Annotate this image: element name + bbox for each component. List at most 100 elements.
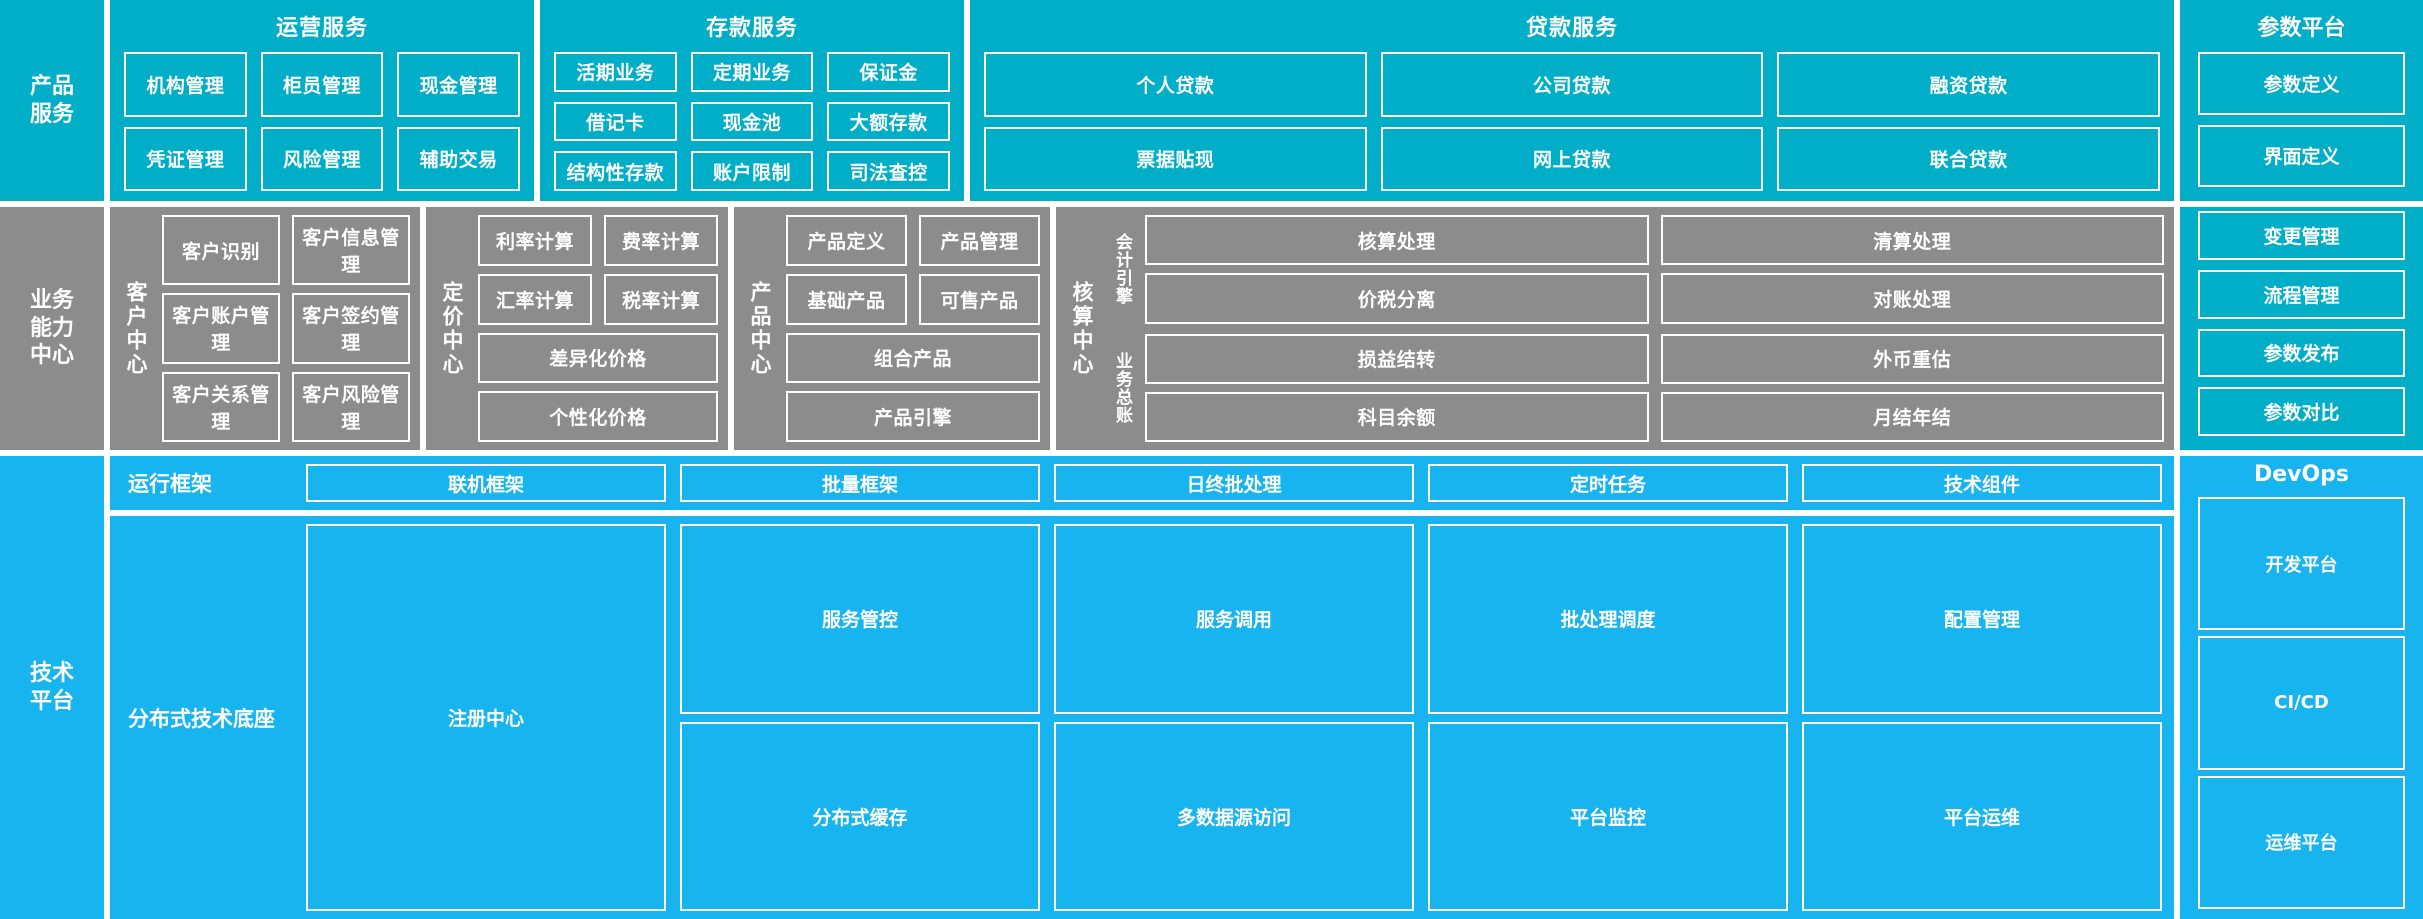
- tech-item[interactable]: 批量框架: [680, 464, 1040, 502]
- tech-item[interactable]: 联机框架: [306, 464, 666, 502]
- service-item[interactable]: 网上贷款: [1380, 126, 1764, 191]
- service-item[interactable]: 现金管理: [397, 52, 520, 117]
- service-item[interactable]: 定期业务: [690, 52, 814, 92]
- accounting-item[interactable]: 价税分离: [1145, 273, 1649, 324]
- tech-item[interactable]: 服务管控: [680, 524, 1040, 714]
- accounting-item[interactable]: 对账处理: [1660, 273, 2164, 324]
- tech-item[interactable]: 配置管理: [1802, 524, 2162, 714]
- parameter-platform-items-top: 参数定义 界面定义: [2198, 52, 2405, 187]
- capability-item[interactable]: 利率计算: [478, 215, 592, 266]
- capability-item[interactable]: 产品管理: [919, 215, 1040, 266]
- capability-item-wide[interactable]: 组合产品: [786, 332, 1040, 384]
- tech-item[interactable]: 平台运维: [1802, 721, 2162, 911]
- capability-item[interactable]: 基础产品: [786, 273, 907, 325]
- center-label-product: 产品中心: [748, 280, 772, 377]
- service-item[interactable]: 活期业务: [554, 52, 677, 92]
- service-item[interactable]: 借记卡: [554, 101, 677, 142]
- service-panel-loan-title: 贷款服务: [1525, 16, 1618, 41]
- service-item[interactable]: 风险管理: [260, 126, 384, 191]
- parameter-item[interactable]: 界面定义: [2198, 124, 2405, 187]
- service-panel-deposit-title: 存款服务: [705, 16, 798, 41]
- accounting-group-engine: 会计引擎 核算处理 清算处理 价税分离 对账处理: [1108, 215, 2164, 324]
- accounting-item[interactable]: 核算处理: [1145, 215, 1649, 266]
- tech-item[interactable]: 服务调用: [1054, 524, 1414, 714]
- layer-label-products: 产品 服务: [0, 0, 104, 201]
- accounting-item[interactable]: 科目余额: [1145, 391, 1649, 442]
- parameter-item[interactable]: 参数发布: [2198, 328, 2405, 378]
- capability-item[interactable]: 可售产品: [919, 273, 1040, 325]
- capability-item[interactable]: 客户风险管理: [292, 371, 410, 442]
- devops-item[interactable]: CI/CD: [2198, 636, 2405, 770]
- capability-item-wide[interactable]: 个性化价格: [478, 391, 718, 442]
- service-item[interactable]: 柜员管理: [260, 52, 384, 117]
- devops-items: 开发平台 CI/CD 运维平台: [2198, 497, 2405, 909]
- accounting-item[interactable]: 外币重估: [1660, 333, 2164, 384]
- tech-item[interactable]: 日终批处理: [1054, 464, 1414, 502]
- capability-item[interactable]: 产品定义: [786, 215, 907, 266]
- tech-item[interactable]: 技术组件: [1802, 464, 2162, 502]
- capability-item-wide[interactable]: 产品引擎: [786, 391, 1040, 442]
- accounting-item[interactable]: 损益结转: [1145, 333, 1649, 384]
- tech-item-registry[interactable]: 注册中心: [306, 524, 666, 911]
- capability-item-wide[interactable]: 差异化价格: [478, 332, 718, 384]
- capability-item[interactable]: 客户账户管理: [162, 293, 280, 364]
- service-item[interactable]: 凭证管理: [124, 126, 247, 191]
- service-item[interactable]: 大额存款: [827, 101, 950, 142]
- devops-item[interactable]: 运维平台: [2198, 775, 2405, 909]
- center-grid-product: 产品定义 产品管理 基础产品 可售产品 组合产品 产品引擎: [786, 215, 1040, 442]
- tech-item[interactable]: 定时任务: [1428, 464, 1788, 502]
- tech-item[interactable]: 平台监控: [1428, 721, 1788, 911]
- service-item[interactable]: 司法查控: [827, 151, 950, 191]
- center-panel-pricing: 定价中心 利率计算 费率计算 汇率计算 税率计算 差异化价格 个性化价格: [426, 207, 728, 450]
- service-item[interactable]: 现金池: [690, 101, 814, 142]
- parameter-item[interactable]: 流程管理: [2198, 269, 2405, 319]
- parameter-item[interactable]: 参数定义: [2198, 52, 2405, 115]
- parameter-platform-panel-bottom: 变更管理 流程管理 参数发布 参数对比: [2180, 207, 2423, 450]
- tech-strip-runtime-framework: 运行框架 联机框架 批量框架 日终批处理 定时任务 技术组件: [110, 456, 2174, 510]
- parameter-item[interactable]: 参数对比: [2198, 387, 2405, 436]
- accounting-grid-ledger: 损益结转 外币重估 科目余额 月结年结: [1145, 333, 2164, 442]
- tech-base-items: 注册中心 服务管控 服务调用 批处理调度 配置管理 分布式缓存 多数据源访问 平…: [306, 524, 2162, 911]
- service-item[interactable]: 融资贷款: [1777, 52, 2160, 117]
- layer-product-services: 产品 服务 运营服务 机构管理 柜员管理 现金管理 凭证管理 风险管理 辅助交易…: [0, 0, 2423, 201]
- service-item[interactable]: 个人贷款: [984, 52, 1367, 117]
- service-grid-loan: 个人贷款 公司贷款 融资贷款 票据贴现 网上贷款 联合贷款: [984, 52, 2160, 191]
- service-item[interactable]: 公司贷款: [1380, 52, 1764, 117]
- service-item[interactable]: 联合贷款: [1777, 126, 2160, 191]
- technology-strips: 运行框架 联机框架 批量框架 日终批处理 定时任务 技术组件 分布式技术底座 注…: [110, 456, 2174, 919]
- capability-item[interactable]: 税率计算: [604, 273, 718, 325]
- service-item[interactable]: 结构性存款: [554, 151, 677, 191]
- tech-item[interactable]: 多数据源访问: [1054, 721, 1414, 911]
- capability-item[interactable]: 客户关系管理: [162, 371, 280, 442]
- service-item[interactable]: 票据贴现: [984, 126, 1367, 191]
- devops-item[interactable]: 开发平台: [2198, 497, 2405, 631]
- service-item[interactable]: 保证金: [827, 52, 950, 92]
- devops-panel: DevOps 开发平台 CI/CD 运维平台: [2180, 456, 2423, 919]
- capability-item[interactable]: 客户信息管理: [292, 215, 410, 286]
- capability-item[interactable]: 汇率计算: [478, 273, 592, 325]
- center-label-customer: 客户中心: [124, 280, 148, 377]
- service-item[interactable]: 辅助交易: [397, 126, 520, 191]
- service-grid-deposit: 活期业务 定期业务 保证金 借记卡 现金池 大额存款 结构性存款 账户限制 司法…: [554, 52, 950, 191]
- right-rail-top: 参数平台 参数定义 界面定义: [2180, 0, 2423, 201]
- accounting-grid-engine: 核算处理 清算处理 价税分离 对账处理: [1145, 215, 2164, 324]
- layer-label-technology: 技术 平台: [0, 456, 104, 919]
- capability-item[interactable]: 费率计算: [604, 215, 718, 266]
- layer-label-capability: 业务 能力 中心: [0, 207, 104, 450]
- accounting-item[interactable]: 清算处理: [1660, 215, 2164, 266]
- parameter-platform-panel-top: 参数平台 参数定义 界面定义: [2180, 0, 2423, 201]
- capability-item[interactable]: 客户签约管理: [292, 293, 410, 364]
- service-panel-operations: 运营服务 机构管理 柜员管理 现金管理 凭证管理 风险管理 辅助交易: [110, 0, 534, 201]
- tech-item[interactable]: 分布式缓存: [680, 721, 1040, 911]
- accounting-groups: 会计引擎 核算处理 清算处理 价税分离 对账处理 业务总账 损益结转 外币重估: [1108, 215, 2164, 442]
- service-item[interactable]: 账户限制: [690, 151, 814, 191]
- center-label-pricing: 定价中心: [440, 280, 464, 377]
- parameter-item[interactable]: 变更管理: [2198, 211, 2405, 260]
- service-item[interactable]: 机构管理: [124, 52, 247, 117]
- center-panel-accounting: 核算中心 会计引擎 核算处理 清算处理 价税分离 对账处理 业务总账: [1056, 207, 2174, 450]
- tech-item[interactable]: 批处理调度: [1428, 524, 1788, 714]
- capability-item[interactable]: 客户识别: [162, 215, 280, 286]
- accounting-item[interactable]: 月结年结: [1660, 391, 2164, 442]
- accounting-sublabel-engine: 会计引擎: [1112, 233, 1132, 306]
